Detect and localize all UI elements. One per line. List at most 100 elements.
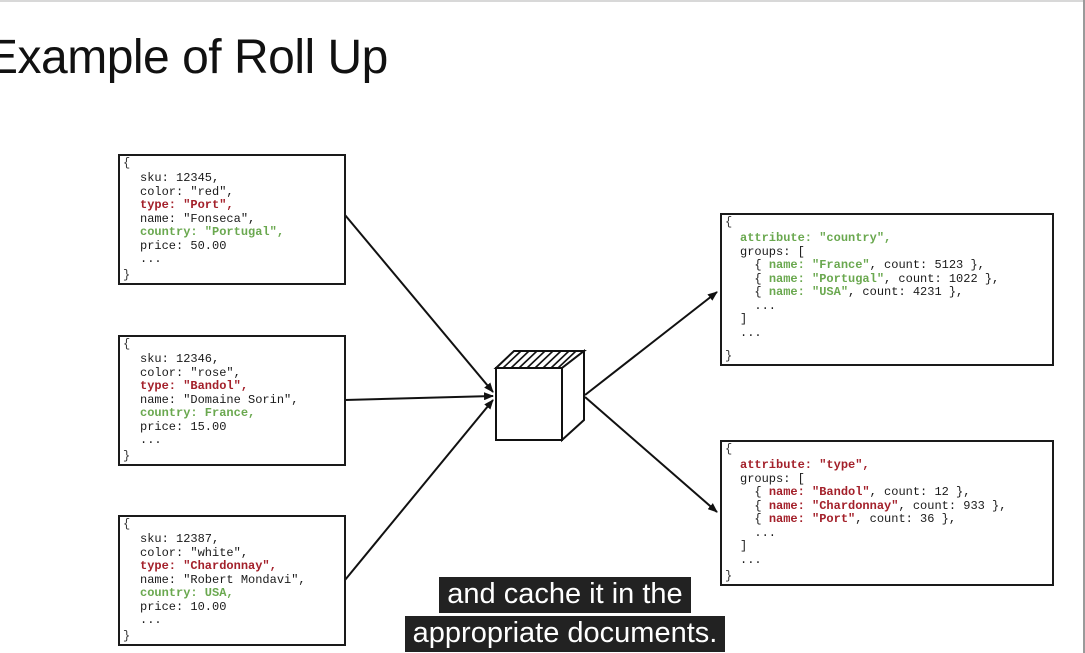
code-line: ... <box>740 325 999 341</box>
code-token: country: USA, <box>140 586 234 600</box>
code-line: sku: 12345, <box>140 171 284 186</box>
code-token: groups: [ <box>740 471 805 486</box>
code-token: { <box>740 258 769 272</box>
code-line: name: "Domaine Sorin", <box>140 392 299 408</box>
code-line: price: 15.00 <box>140 419 298 435</box>
code-token: ... <box>740 298 777 313</box>
code-token: groups: [ <box>740 244 805 259</box>
code-line: country: USA, <box>140 586 306 601</box>
document-lines: sku: 12346,color: "rose",type: "Bandol",… <box>140 352 299 448</box>
code-token: ... <box>740 325 762 340</box>
document-lines: sku: 12387,color: "white",type: "Chardon… <box>140 532 306 628</box>
code-token: name: "USA" <box>768 285 849 299</box>
code-token: { <box>740 498 769 513</box>
slide-title: Example of Roll Up <box>0 31 388 84</box>
code-token: name: "Domaine Sorin", <box>140 392 299 407</box>
code-token: ] <box>740 312 748 326</box>
code-line: ... <box>140 433 298 448</box>
code-token: name: "Port" <box>768 512 856 526</box>
open-brace: { <box>725 215 733 229</box>
code-token: , count: 933 }, <box>898 498 1007 513</box>
code-line: type: "Port", <box>140 198 284 213</box>
arrow-input-3-to-cube <box>344 399 494 581</box>
cube-icon <box>493 348 587 443</box>
code-line: ] <box>740 312 999 327</box>
code-token: price: 10.00 <box>140 599 227 614</box>
code-token: ... <box>740 525 777 540</box>
code-token: type: "Chardonnay", <box>140 559 277 573</box>
close-brace: } <box>123 268 131 282</box>
arrow-cube-to-output-type <box>584 396 718 513</box>
close-brace: } <box>725 349 733 363</box>
open-brace: { <box>123 156 131 170</box>
code-token: name: "Portugal" <box>768 271 885 286</box>
code-token: attribute: "country", <box>740 231 892 245</box>
output-document-type: { attribute: "type",groups: [ { name: "B… <box>720 440 1054 586</box>
code-token: attribute: "type", <box>740 458 870 472</box>
code-line: { name: "Chardonnay", count: 933 }, <box>740 498 1007 514</box>
code-line: ] <box>740 539 1006 554</box>
code-token: sku: 12346, <box>140 352 220 366</box>
code-token: sku: 12345, <box>140 171 220 185</box>
open-brace: { <box>123 517 131 531</box>
code-token: price: 15.00 <box>140 419 227 434</box>
document-lines: sku: 12345,color: "red",type: "Port",nam… <box>140 171 285 267</box>
code-token: ] <box>740 539 748 553</box>
code-line: groups: [ <box>740 471 1006 487</box>
code-line: { name: "USA", count: 4231 }, <box>740 285 999 300</box>
code-line: ... <box>140 613 306 628</box>
open-brace: { <box>725 442 733 456</box>
code-line: attribute: "type", <box>740 458 1006 473</box>
code-line: ... <box>140 252 284 267</box>
code-token: , count: 5123 }, <box>869 258 985 272</box>
output-document-country: { attribute: "country",groups: [ { name:… <box>720 213 1054 366</box>
code-token: type: "Bandol", <box>140 379 249 393</box>
code-token: , count: 36 }, <box>855 512 957 526</box>
code-line: ... <box>740 525 1006 541</box>
code-token: ... <box>740 552 762 567</box>
code-line: { name: "Bandol", count: 12 }, <box>740 485 1006 500</box>
code-line: color: "red", <box>140 184 284 200</box>
code-line: name: "Fonseca", <box>140 211 284 227</box>
code-line: color: "rose", <box>140 365 298 381</box>
code-token: price: 50.00 <box>140 238 227 253</box>
code-token: color: "red", <box>140 184 234 199</box>
code-line: attribute: "country", <box>740 231 999 246</box>
code-token: ... <box>140 433 162 447</box>
code-line: { name: "Portugal", count: 1022 }, <box>740 271 1000 287</box>
code-token: color: "rose", <box>140 365 241 380</box>
code-token: country: "Portugal", <box>140 225 285 239</box>
slide-top-border <box>0 0 1085 2</box>
code-token: name: "Fonseca", <box>140 211 256 226</box>
code-token: ... <box>140 613 162 627</box>
code-token: , count: 1022 }, <box>884 271 1000 286</box>
code-line: name: "Robert Mondavi", <box>140 573 306 588</box>
input-document-3: { sku: 12387,color: "white",type: "Chard… <box>118 515 346 646</box>
code-line: type: "Bandol", <box>140 379 298 394</box>
arrow-cube-to-output-country <box>584 291 718 396</box>
code-line: sku: 12346, <box>140 352 298 367</box>
code-token: name: "Chardonnay" <box>768 498 899 513</box>
code-line: color: "white", <box>140 545 306 561</box>
arrow-input-2-to-cube <box>344 392 494 401</box>
code-token: { <box>740 271 769 286</box>
code-line: ... <box>740 298 999 314</box>
slide-right-border <box>1083 0 1085 653</box>
code-line: { name: "Port", count: 36 }, <box>740 512 1006 527</box>
code-token: color: "white", <box>140 545 249 560</box>
close-brace: } <box>725 569 733 583</box>
arrow-input-1-to-cube <box>344 214 494 393</box>
code-token: sku: 12387, <box>140 532 220 546</box>
code-line: country: France, <box>140 406 298 421</box>
code-line: sku: 12387, <box>140 532 306 547</box>
code-token: { <box>740 512 769 526</box>
input-document-2: { sku: 12346,color: "rose",type: "Bandol… <box>118 335 346 466</box>
code-token: name: "France" <box>768 258 870 272</box>
code-line: country: "Portugal", <box>140 225 285 240</box>
code-line: type: "Chardonnay", <box>140 559 306 574</box>
code-token: type: "Port", <box>140 198 234 212</box>
code-line: price: 50.00 <box>140 238 284 254</box>
close-brace: } <box>123 629 131 643</box>
code-line: ... <box>740 552 1006 568</box>
